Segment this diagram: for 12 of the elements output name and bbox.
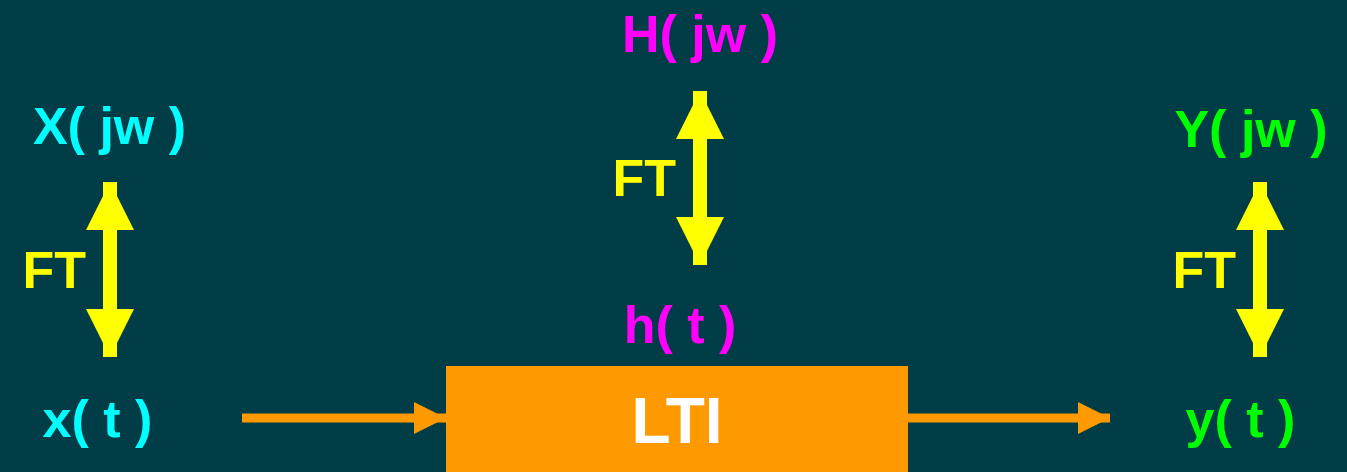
double-arrow	[242, 402, 446, 434]
double-arrow	[1236, 182, 1284, 357]
signal-label: Y( jw )	[1155, 98, 1347, 160]
double-arrow	[86, 182, 134, 357]
double-arrow	[676, 91, 724, 265]
system-block: LTI	[446, 366, 908, 472]
signal-label: h( t )	[605, 295, 755, 355]
double-arrow	[908, 402, 1110, 434]
signal-label: H( jw )	[600, 2, 800, 66]
signal-label: X( jw )	[12, 95, 207, 157]
signal-label: y( t )	[1168, 388, 1313, 450]
signal-label: x( t )	[25, 388, 170, 450]
